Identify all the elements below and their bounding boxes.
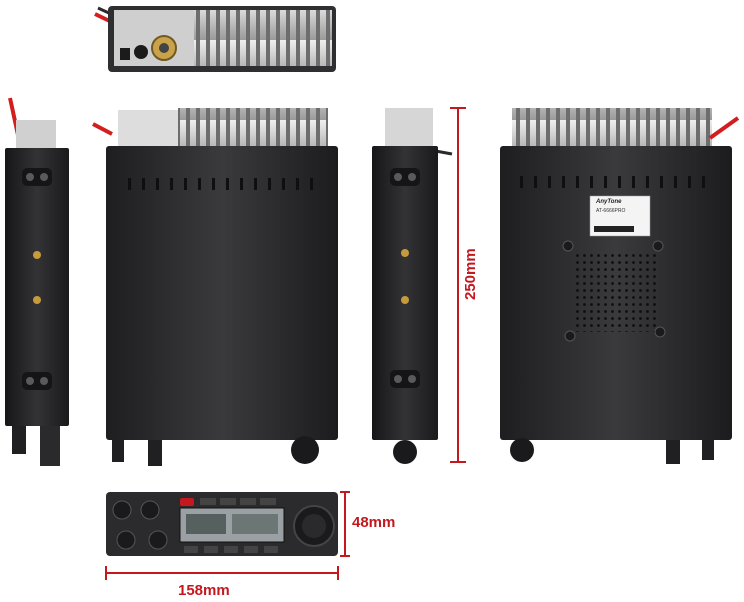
top-view-radio (94, 6, 336, 72)
front-panel-radio (106, 492, 338, 556)
width-dimension-label: 158mm (178, 582, 230, 599)
depth-dimension-marker (340, 491, 350, 557)
brand-badge (180, 498, 194, 506)
vent-slots (128, 178, 313, 190)
underside-view-radio (92, 108, 338, 466)
height-dimension-label: 250mm (462, 248, 479, 300)
speaker-grille (572, 252, 656, 332)
model-label: AT-6666PRO (596, 208, 626, 214)
width-dimension-marker (105, 566, 339, 580)
depth-dimension-label: 48mm (352, 514, 396, 531)
top-view-with-label-radio (500, 108, 740, 464)
left-side-view-radio (5, 97, 69, 466)
right-side-view-radio (372, 108, 453, 464)
brand-label: AnyTone (596, 199, 622, 205)
height-dimension-marker (450, 107, 466, 463)
